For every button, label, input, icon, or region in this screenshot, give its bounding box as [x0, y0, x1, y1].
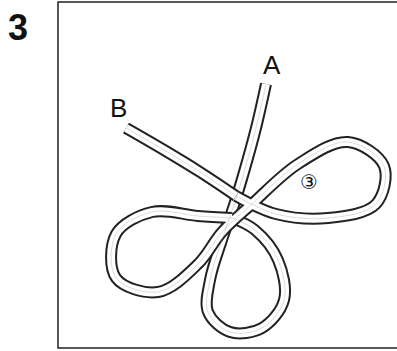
rope-segment: [111, 142, 386, 292]
rope-body: [111, 142, 386, 292]
rope-end-label: A: [263, 52, 280, 78]
rope-strand: [206, 84, 285, 333]
rope-segment: [126, 128, 236, 196]
rope-strand: [111, 142, 386, 292]
frame: [58, 2, 397, 348]
rope-outline: [126, 128, 236, 196]
step-number: 3: [8, 10, 28, 46]
rope-body: [126, 128, 236, 196]
rope-end-label: B: [110, 95, 127, 121]
callout-number: ③: [300, 172, 318, 192]
rope-outline: [111, 142, 386, 292]
rope-strand: [126, 128, 236, 196]
rope: [111, 84, 386, 333]
